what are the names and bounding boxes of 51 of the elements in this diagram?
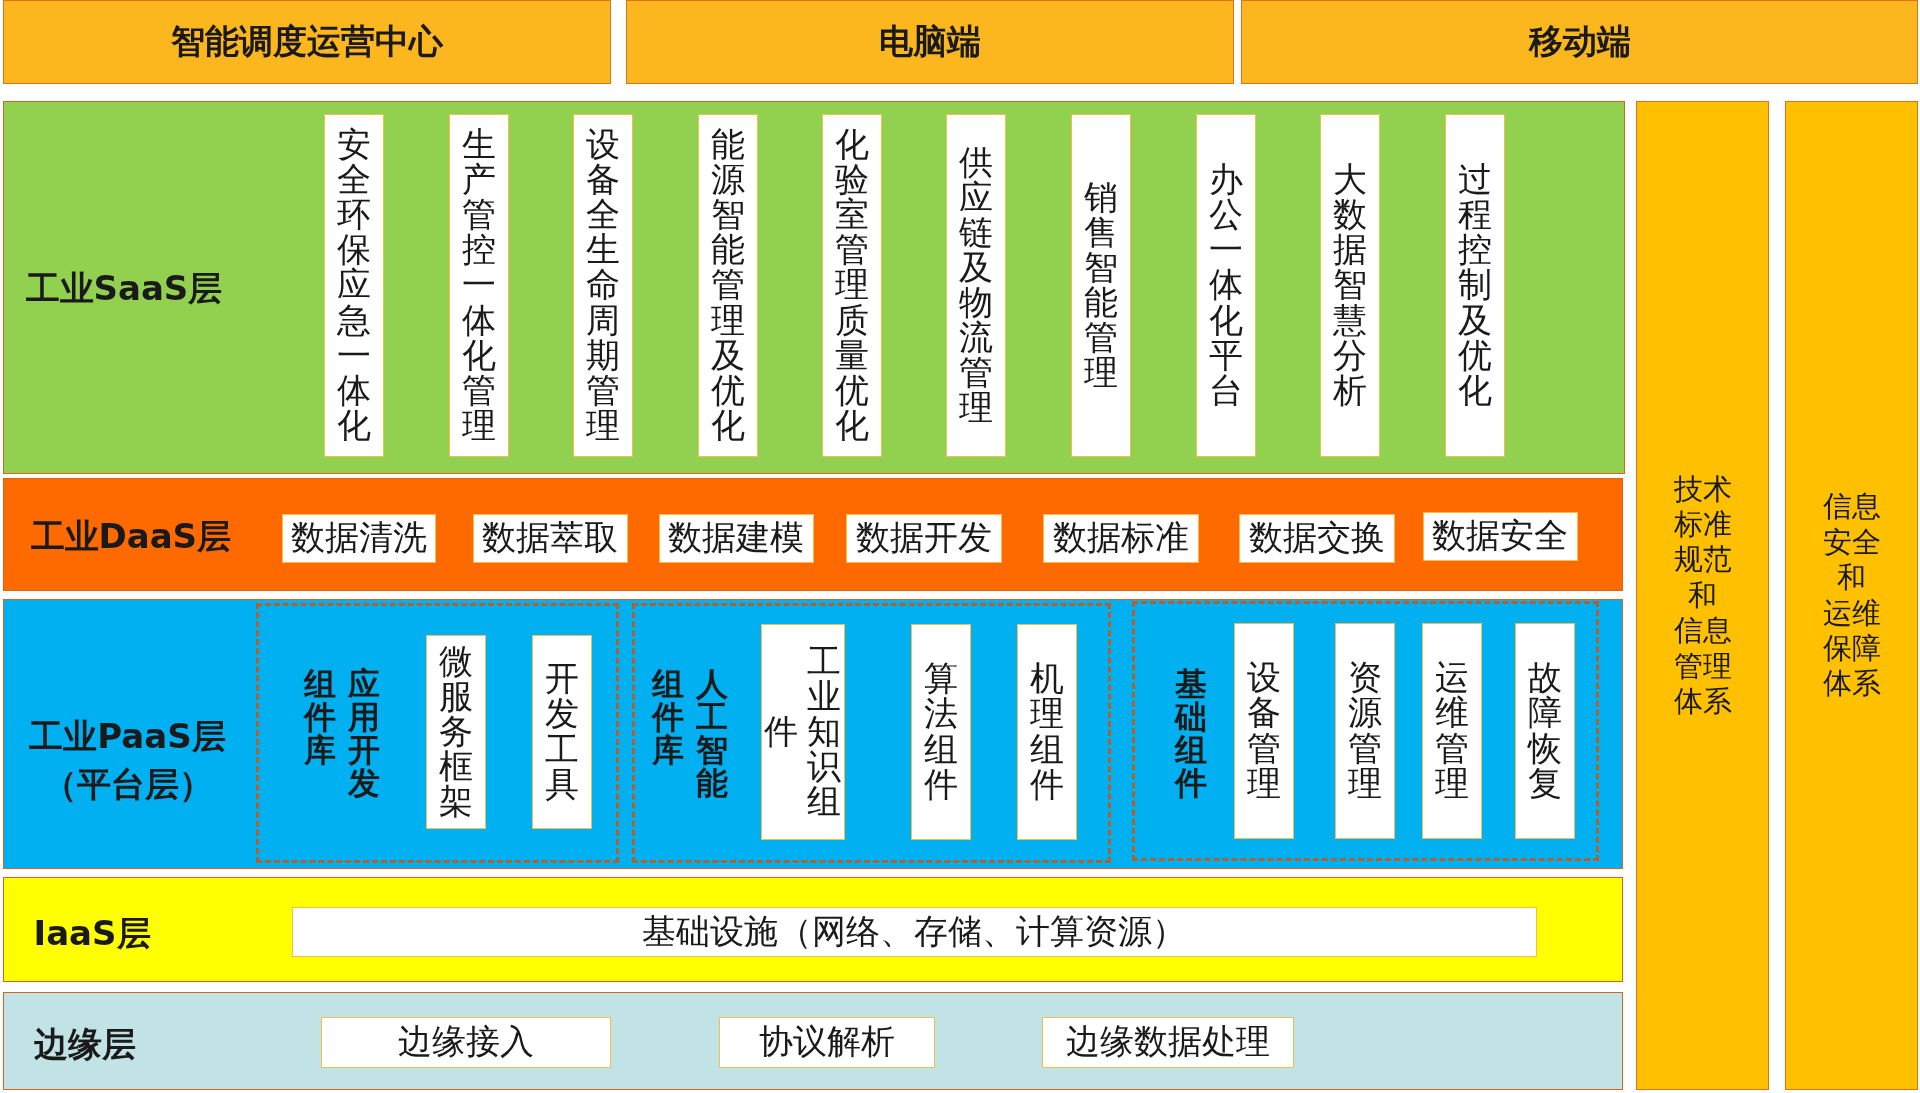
module-tile: 基础设施（网络、存储、计算资源） bbox=[291, 906, 1537, 957]
module-tile: 数据萃取 bbox=[472, 513, 628, 563]
module-tile: 设备管理 bbox=[1233, 622, 1294, 839]
layer-band bbox=[3, 101, 1625, 474]
layer-band bbox=[3, 599, 1623, 869]
header-banner: 电脑端 bbox=[626, 0, 1234, 84]
group-title: 基础组件 bbox=[1174, 667, 1209, 801]
module-tile: 安全环保应急一体化 bbox=[323, 113, 384, 457]
module-tile: 办公一体化平台 bbox=[1195, 113, 1256, 457]
component-group bbox=[631, 602, 1111, 863]
side-pillar: 信息安全和运维保障体系 bbox=[1785, 101, 1918, 1090]
module-tile: 边缘数据处理 bbox=[1041, 1016, 1294, 1068]
module-tile: 过程控制及优化 bbox=[1444, 113, 1505, 457]
group-title: 人工智能组件库 bbox=[651, 667, 730, 801]
header-banner: 智能调度运营中心 bbox=[3, 0, 611, 84]
module-tile: 微服务框架 bbox=[425, 634, 486, 829]
module-tile: 销售智能管理 bbox=[1070, 113, 1131, 457]
layer-band bbox=[3, 877, 1623, 982]
layer-title: 工业SaaS层 bbox=[25, 267, 223, 308]
layer-band bbox=[3, 992, 1623, 1090]
group-title: 应用开发组件库 bbox=[303, 667, 382, 801]
module-tile: 故障恢复 bbox=[1514, 622, 1575, 839]
module-tile: 数据安全 bbox=[1422, 511, 1578, 561]
layer-title: IaaS层 bbox=[33, 912, 151, 953]
module-tile: 边缘接入 bbox=[320, 1016, 611, 1068]
module-tile: 开发工具 bbox=[531, 634, 592, 829]
component-group bbox=[1131, 600, 1599, 861]
module-tile: 工业知识组件 bbox=[760, 623, 845, 840]
module-tile: 供应链及物流管理 bbox=[945, 113, 1006, 457]
module-tile: 数据清洗 bbox=[281, 513, 436, 563]
module-tile: 资源管理 bbox=[1334, 622, 1395, 839]
module-tile: 生产管控一体化管理 bbox=[448, 113, 509, 457]
module-tile: 数据建模 bbox=[658, 513, 814, 563]
module-tile: 设备全生命周期管理 bbox=[572, 113, 633, 457]
side-pillar: 技术标准规范和信息管理体系 bbox=[1636, 101, 1769, 1090]
module-tile: 大数据智慧分析 bbox=[1319, 113, 1380, 457]
module-tile: 机理组件 bbox=[1016, 623, 1077, 840]
module-tile: 数据交换 bbox=[1238, 513, 1395, 563]
header-banner: 移动端 bbox=[1241, 0, 1918, 84]
layer-band bbox=[3, 478, 1623, 591]
component-group bbox=[255, 602, 619, 863]
layer-title: 边缘层 bbox=[33, 1023, 136, 1064]
module-tile: 数据标准 bbox=[1042, 513, 1199, 563]
layer-title: 工业DaaS层 bbox=[30, 515, 232, 556]
layer-title: 工业PaaS层（平台层） bbox=[28, 714, 227, 806]
module-tile: 算法组件 bbox=[910, 623, 971, 840]
module-tile: 协议解析 bbox=[718, 1016, 935, 1068]
module-tile: 化验室管理质量优化 bbox=[821, 113, 882, 457]
module-tile: 数据开发 bbox=[845, 513, 1002, 563]
module-tile: 能源智能管理及优化 bbox=[697, 113, 758, 457]
module-tile: 运维管理 bbox=[1421, 622, 1482, 839]
